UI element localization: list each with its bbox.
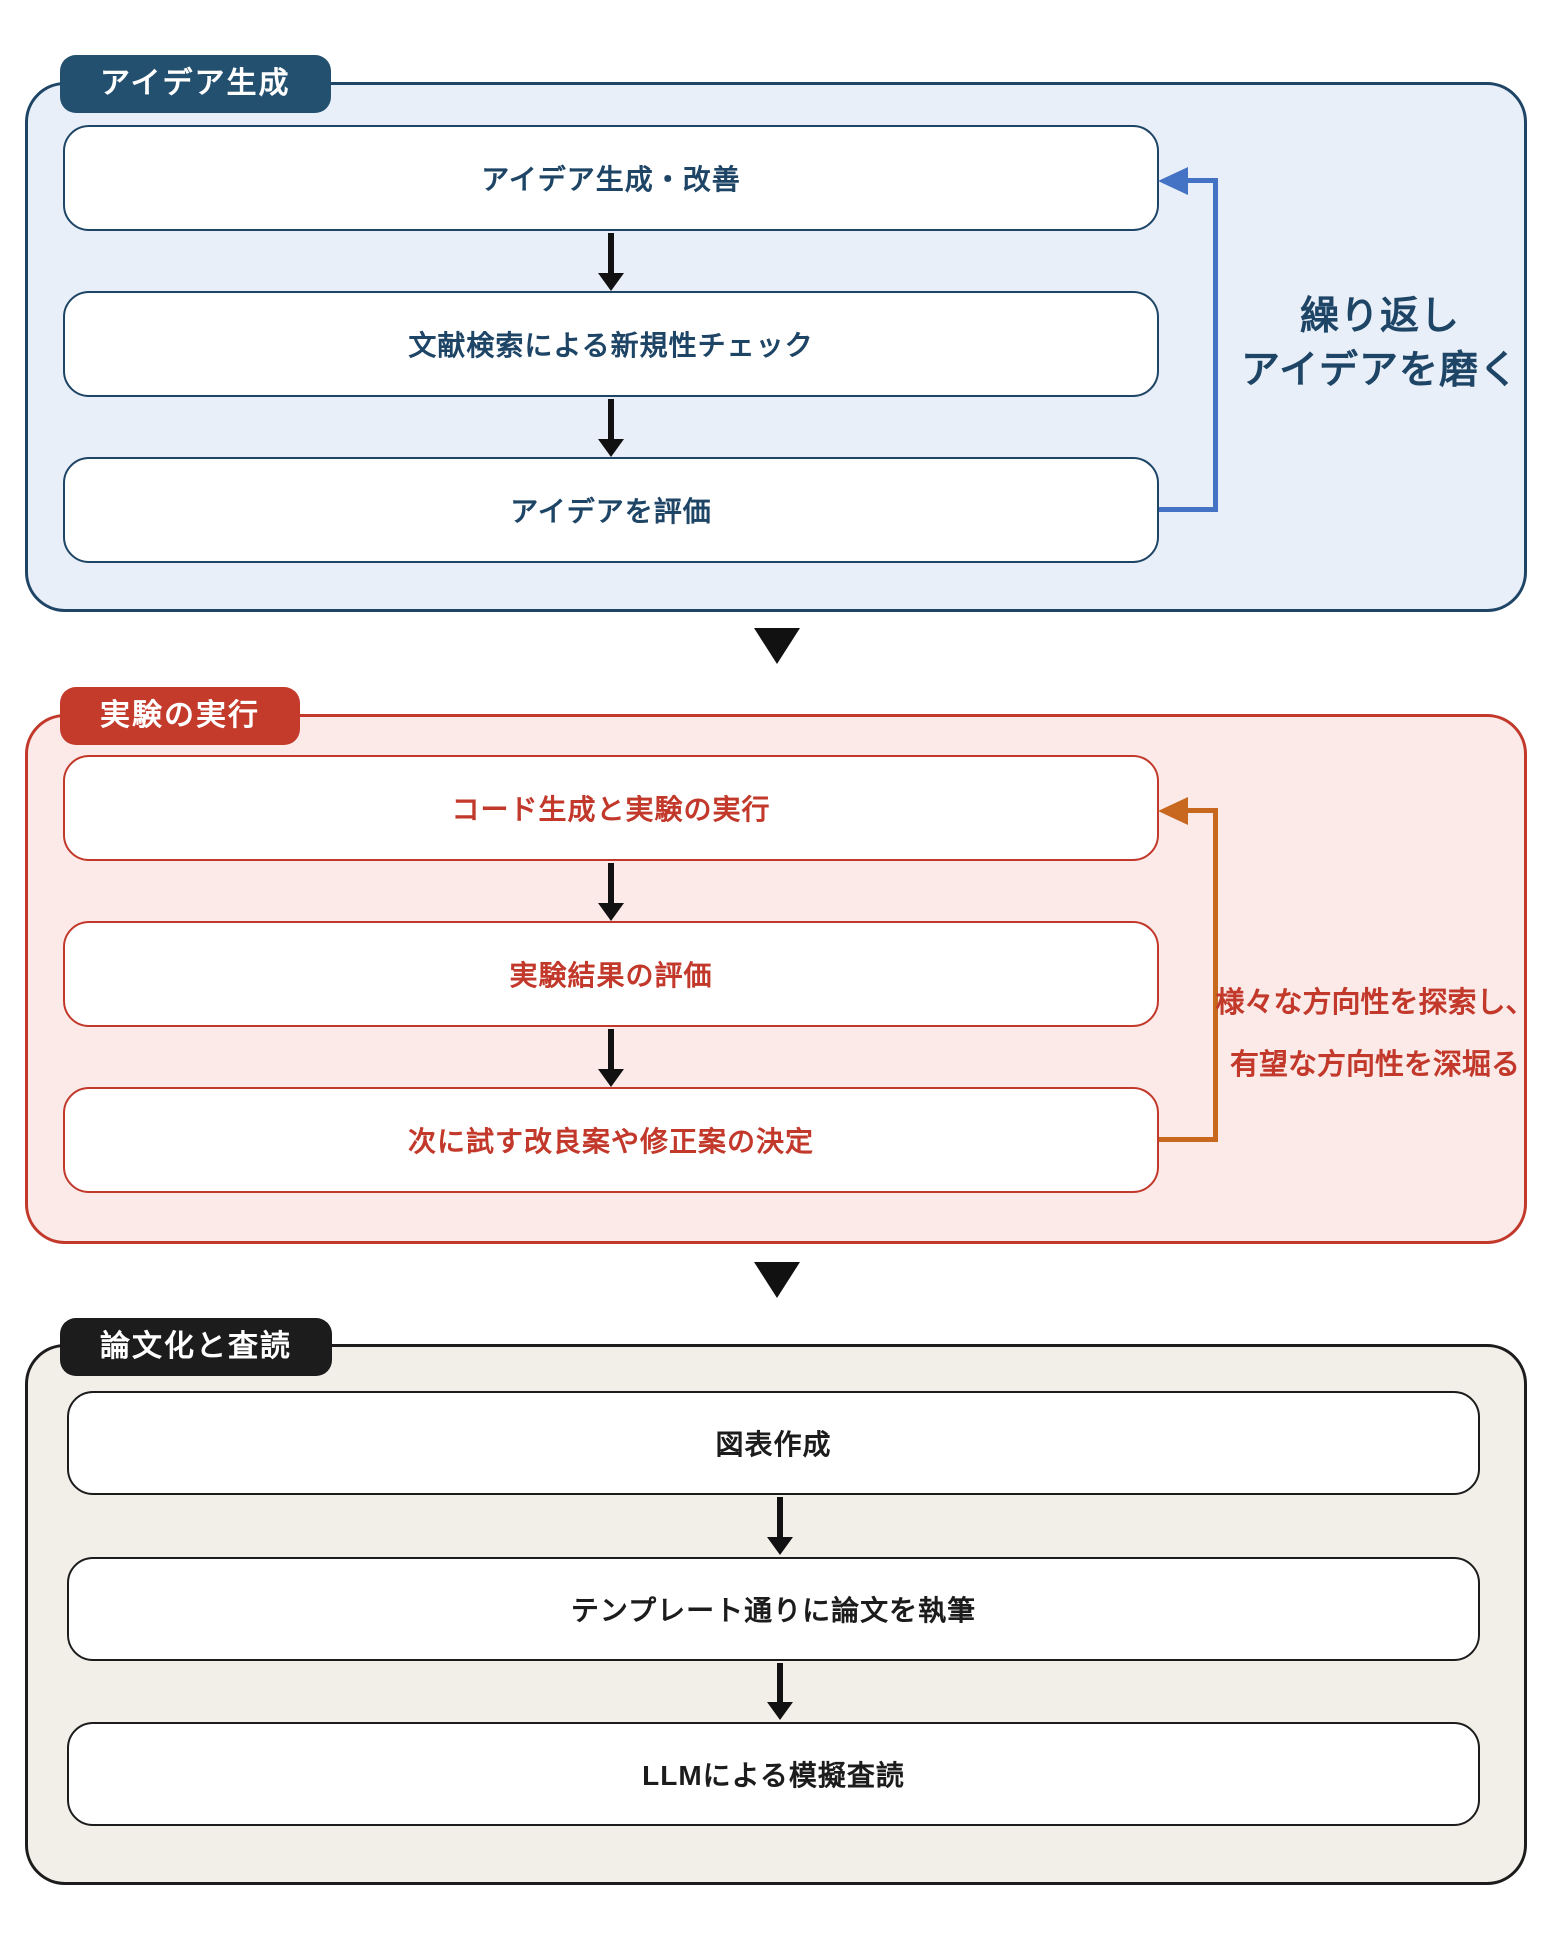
paper-review-badge: 論文化と査読	[60, 1318, 332, 1376]
section-divider-triangle-icon	[754, 1262, 800, 1298]
section-divider-triangle-icon	[754, 628, 800, 664]
experiment-box-code-and-run: コード生成と実験の実行	[63, 755, 1159, 861]
arrow-shaft	[777, 1497, 783, 1537]
down-arrow-icon	[767, 1663, 793, 1720]
idea-loop-arrow-line	[1159, 507, 1218, 512]
idea-box-generate-improve: アイデア生成・改善	[63, 125, 1159, 231]
down-arrow-icon	[767, 1497, 793, 1555]
idea-loop-label-line2: アイデアを磨く	[1240, 349, 1520, 392]
arrow-head	[598, 439, 624, 457]
experiment-loop-label-line1: 様々な方向性を探索し、	[1215, 987, 1535, 1019]
arrow-head	[598, 273, 624, 291]
paper-box-write-from-template: テンプレート通りに論文を執筆	[67, 1557, 1480, 1661]
experiment-loop-arrow-line	[1159, 1137, 1218, 1142]
arrow-head	[598, 1069, 624, 1087]
paper-box-figures: 図表作成	[67, 1391, 1480, 1495]
arrow-head	[767, 1537, 793, 1555]
down-arrow-icon	[598, 1029, 624, 1087]
idea-box-novelty-check: 文献検索による新規性チェック	[63, 291, 1159, 397]
arrow-shaft	[608, 1029, 614, 1069]
experiment-box-evaluate-results: 実験結果の評価	[63, 921, 1159, 1027]
experiment-loop-label: 様々な方向性を探索し、 有望な方向性を深堀る	[1204, 972, 1546, 1096]
experiment-box-decide-next-changes: 次に試す改良案や修正案の決定	[63, 1087, 1159, 1193]
experiment-loop-label-line2: 有望な方向性を深堀る	[1229, 1049, 1520, 1081]
experiment-execution-badge: 実験の実行	[60, 687, 300, 745]
arrow-shaft	[608, 863, 614, 903]
idea-loop-arrow-line	[1184, 178, 1218, 510]
down-arrow-icon	[598, 863, 624, 921]
experiment-loop-arrow-line	[1184, 808, 1218, 1140]
arrow-shaft	[777, 1663, 783, 1702]
idea-box-evaluate: アイデアを評価	[63, 457, 1159, 563]
arrow-head	[767, 1702, 793, 1720]
idea-loop-label: 繰り返し アイデアを磨く	[1220, 290, 1540, 398]
paper-box-llm-mock-review: LLMによる模擬査読	[67, 1722, 1480, 1826]
idea-loop-label-line1: 繰り返し	[1299, 295, 1460, 338]
arrow-head	[598, 903, 624, 921]
idea-generation-badge: アイデア生成	[60, 55, 331, 113]
down-arrow-icon	[598, 399, 624, 457]
arrow-shaft	[608, 233, 614, 273]
arrow-shaft	[608, 399, 614, 439]
down-arrow-icon	[598, 233, 624, 291]
